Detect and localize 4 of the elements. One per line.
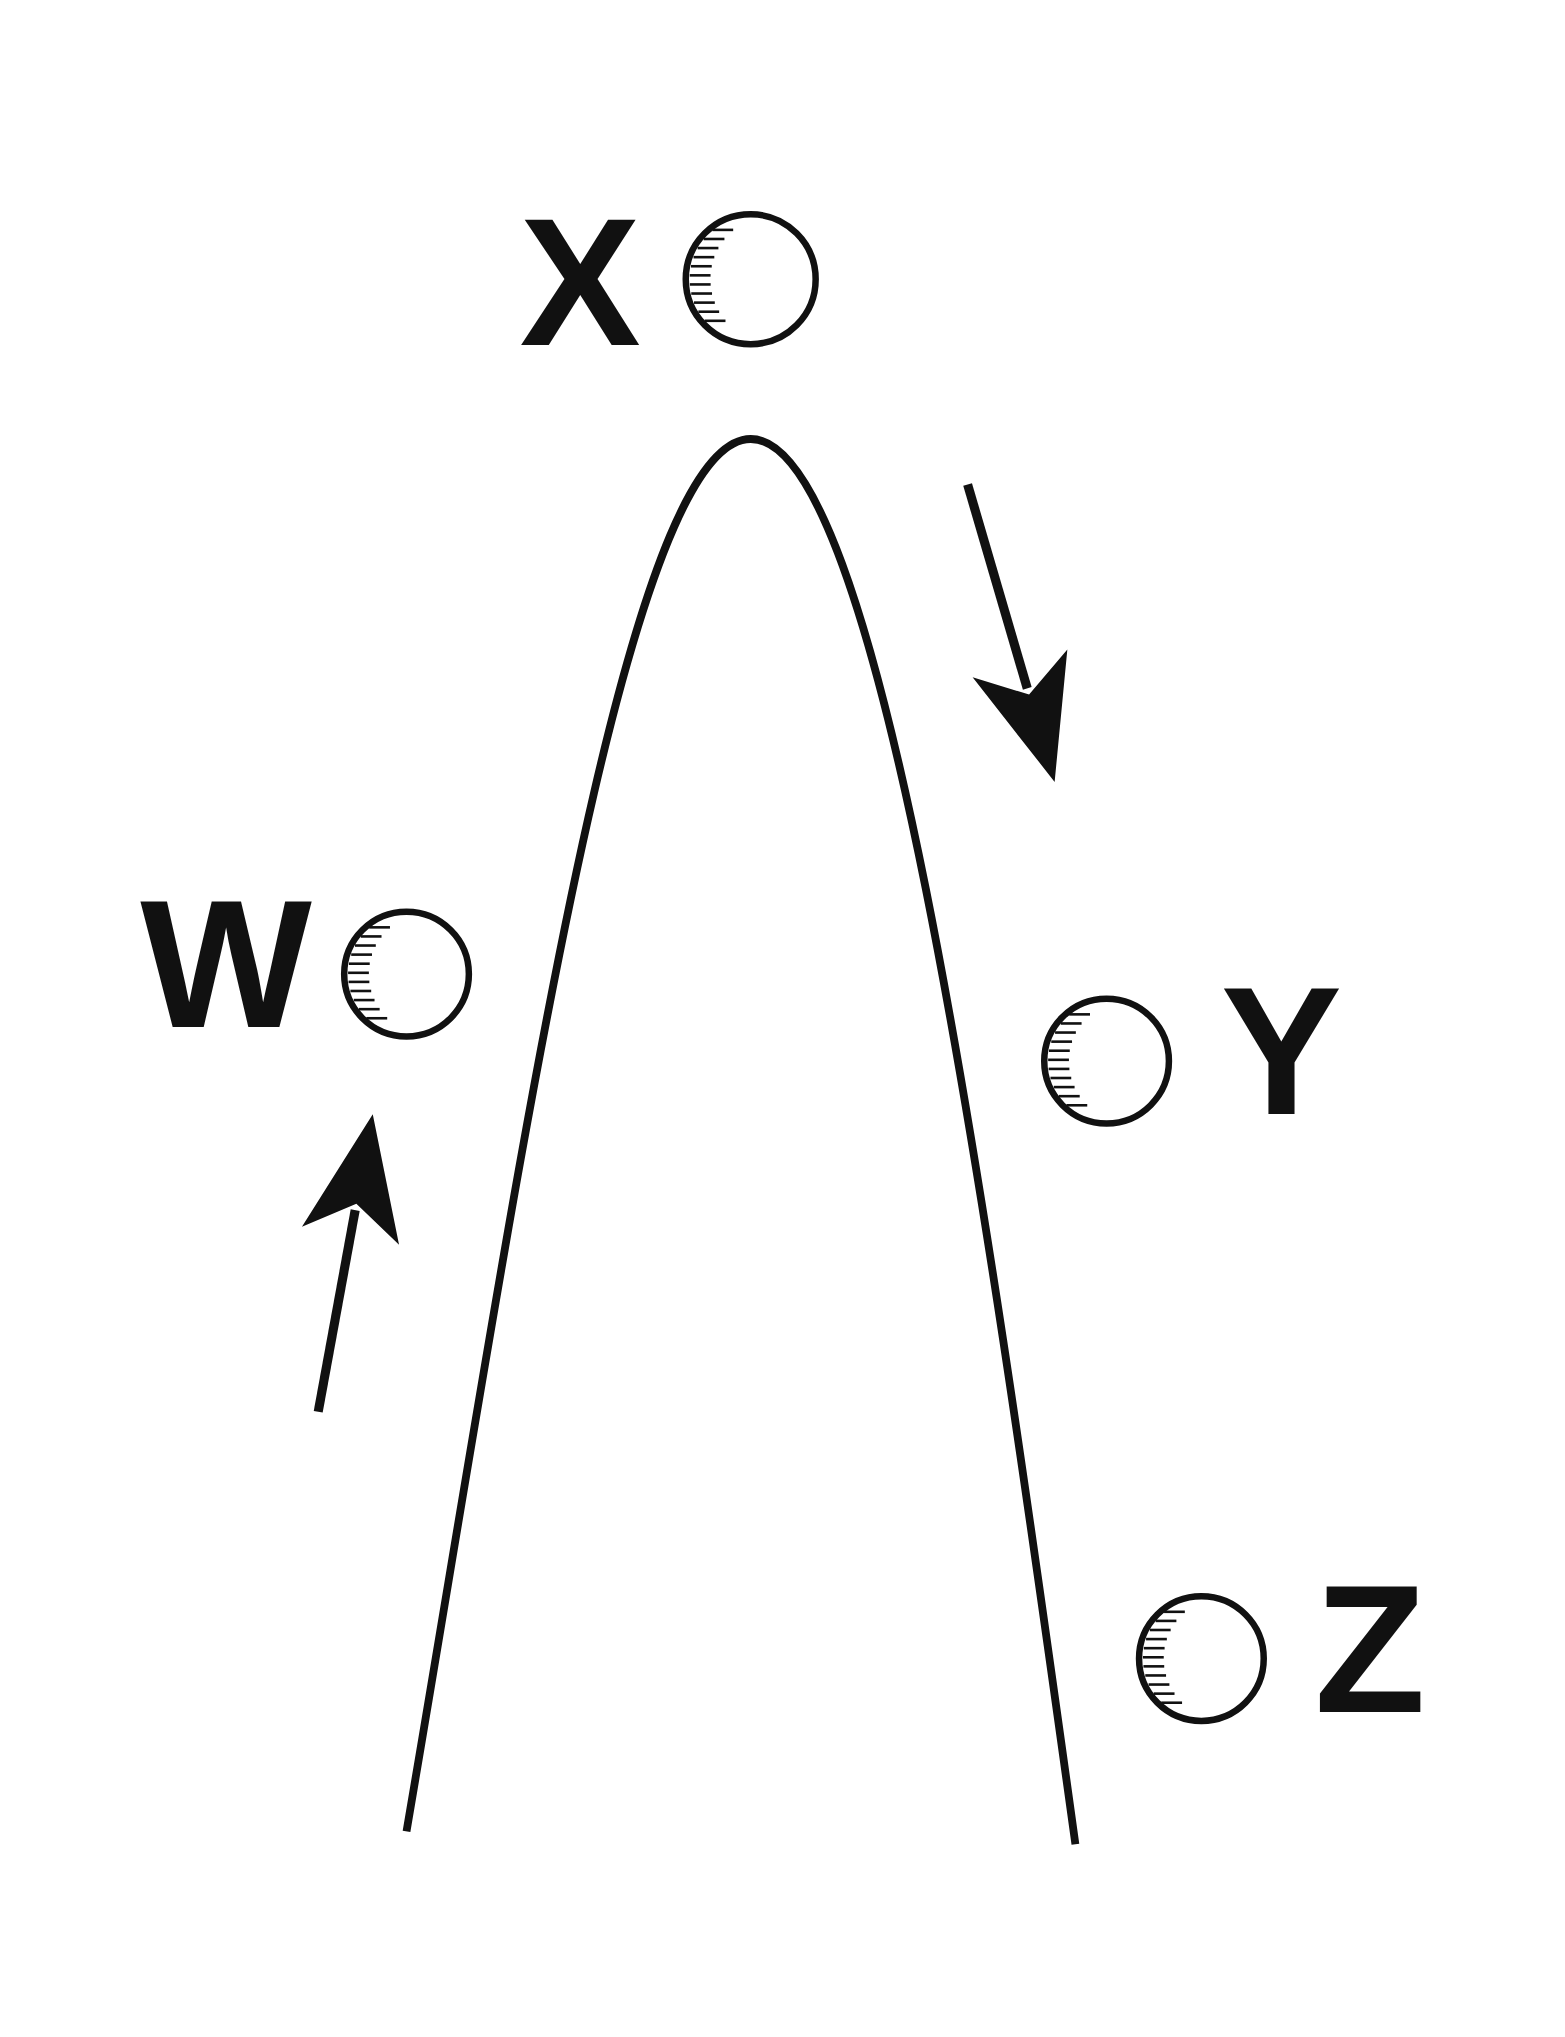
position-label: W xyxy=(140,874,312,1056)
position-label: Y xyxy=(1220,961,1343,1143)
position-label: Z xyxy=(1314,1558,1426,1741)
position-label: X xyxy=(519,192,641,375)
